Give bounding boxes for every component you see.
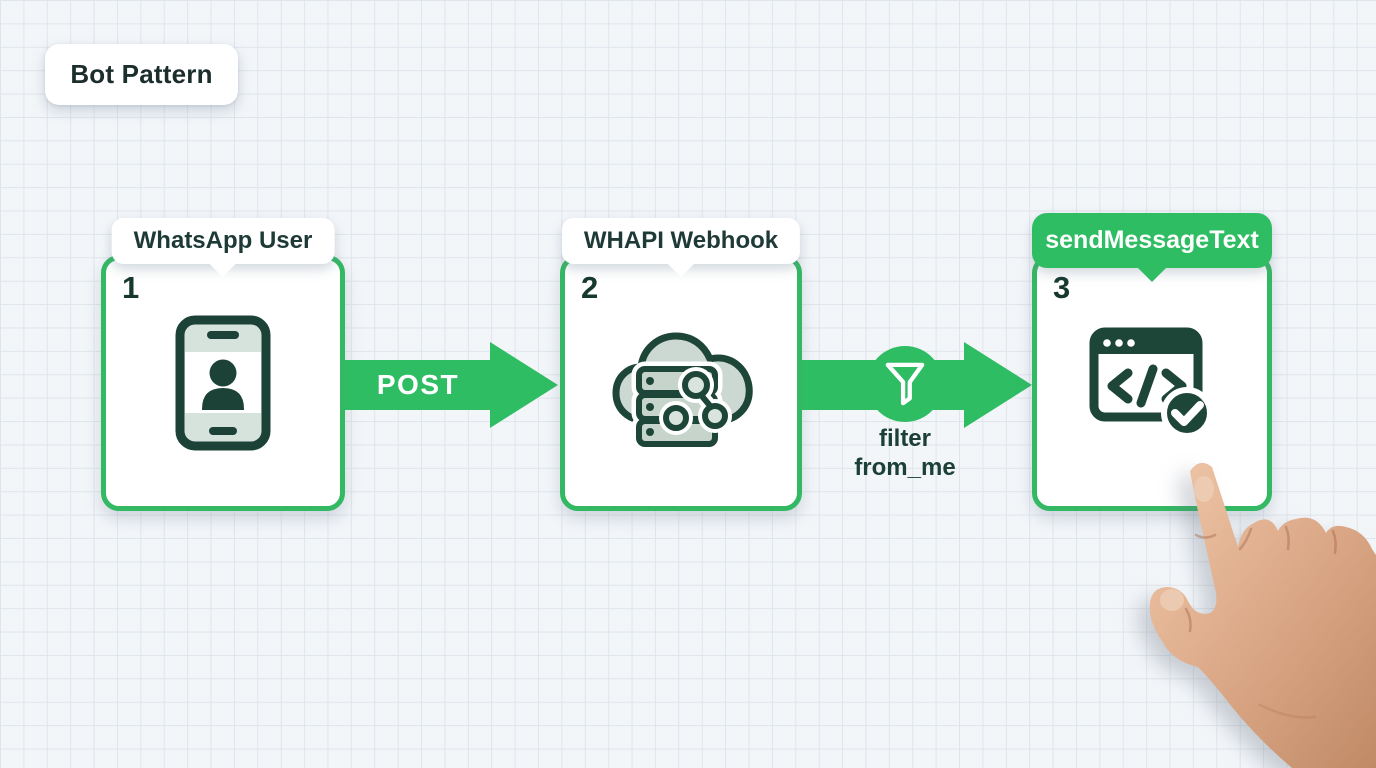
tab-pointer: [1137, 267, 1167, 282]
filter-caption-line2: from_me: [854, 454, 956, 481]
step-card-send-message-text: 3: [1032, 255, 1272, 511]
filter-caption: filter from_me: [830, 424, 980, 482]
step-label: sendMessageText: [1045, 226, 1259, 254]
phone-user-icon: [175, 315, 271, 451]
tab-pointer: [666, 262, 696, 277]
step-number: 1: [122, 270, 140, 305]
connector-arrowhead: [964, 342, 1032, 428]
step-number: 3: [1053, 270, 1071, 305]
cloud-server-webhook-icon: [612, 332, 753, 449]
diagram-title-card: Bot Pattern: [45, 44, 238, 105]
connector-label-post: POST: [376, 369, 460, 400]
funnel-icon: [885, 362, 925, 406]
step-card-whatsapp-user: 1: [101, 255, 345, 511]
filter-bump: [867, 346, 943, 422]
step-label: WHAPI Webhook: [583, 227, 779, 254]
filter-caption-line1: filter: [878, 425, 931, 452]
step-label-tab-send-message-text: sendMessageText: [1032, 213, 1272, 282]
step-label-tab-whatsapp-user: WhatsApp User: [111, 218, 335, 277]
step-label-tab-whapi-webhook: WHAPI Webhook: [561, 218, 801, 277]
connector-arrow-post: POST: [345, 360, 491, 410]
code-window-check-icon: [1089, 327, 1213, 439]
step-card-whapi-webhook: 2: [560, 255, 802, 511]
diagram-title: Bot Pattern: [70, 59, 213, 89]
connector-arrowhead: [490, 342, 558, 428]
tab-pointer: [208, 262, 238, 277]
step-label: WhatsApp User: [133, 227, 313, 254]
step-number: 2: [581, 270, 599, 305]
